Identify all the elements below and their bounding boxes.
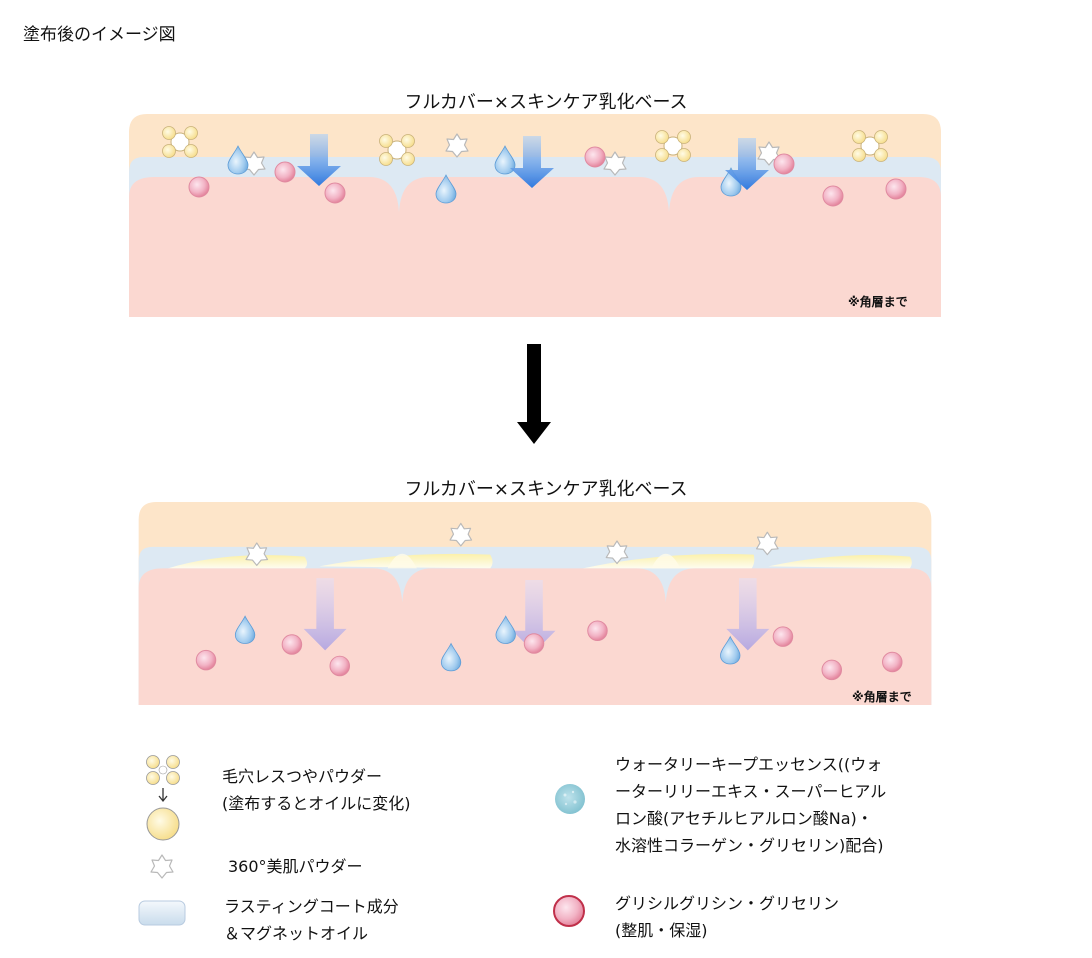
glycine-dot-icon [584, 146, 606, 168]
glycine-dot-icon [195, 649, 217, 671]
page-title: 塗布後のイメージ図 [23, 25, 176, 45]
glycine-dot-icon [188, 176, 210, 198]
glycine-dot-icon [324, 182, 346, 204]
pore-powder-legend-text: 毛穴レスつやパウダー (塗布するとオイルに変化) [222, 767, 411, 813]
glycine-dot-icon [885, 178, 907, 200]
star-powder-legend-text: 360°美肌パウダー [228, 857, 363, 876]
glycine-dot-icon [822, 185, 844, 207]
water-keep-legend-text: ウォータリーキープエッセンス((ウォ ーターリリーエキス・スーパーヒアル ロン酸… [615, 755, 887, 855]
skin-panel-before [129, 114, 941, 317]
stratum-note: ※角層まで [848, 295, 908, 309]
stratum-note: ※角層まで [852, 690, 912, 704]
glycine-dot-icon [772, 626, 794, 647]
skin-layer [129, 177, 941, 317]
panel-title-before: フルカバー×スキンケア乳化ベース [404, 92, 688, 113]
glycine-dot-icon [773, 153, 795, 175]
star-powder-legend-icon [150, 854, 174, 879]
glycine-dot-icon [523, 633, 545, 654]
glycine-dot-icon [821, 659, 843, 681]
glycine-legend-text: グリシルグリシン・グリセリン (整肌・保湿) [615, 894, 840, 940]
pore-powder-legend-icon [146, 755, 180, 841]
down-arrow-icon [517, 344, 551, 444]
lasting-coat-legend-text: ラスティングコート成分 ＆マグネットオイル [224, 897, 399, 943]
glycine-dot-icon [274, 161, 296, 183]
panel-title-after: フルカバー×スキンケア乳化ベース [404, 479, 688, 500]
glycine-dot-icon [587, 620, 608, 642]
water-keep-legend-icon [555, 784, 585, 814]
glycine-dot-icon [882, 651, 903, 673]
glycine-legend-icon [553, 895, 585, 927]
glycine-dot-icon [281, 634, 303, 655]
glycine-dot-icon [329, 655, 351, 677]
lasting-coat-legend-icon [138, 900, 186, 926]
skin-panel-after [138, 501, 932, 705]
